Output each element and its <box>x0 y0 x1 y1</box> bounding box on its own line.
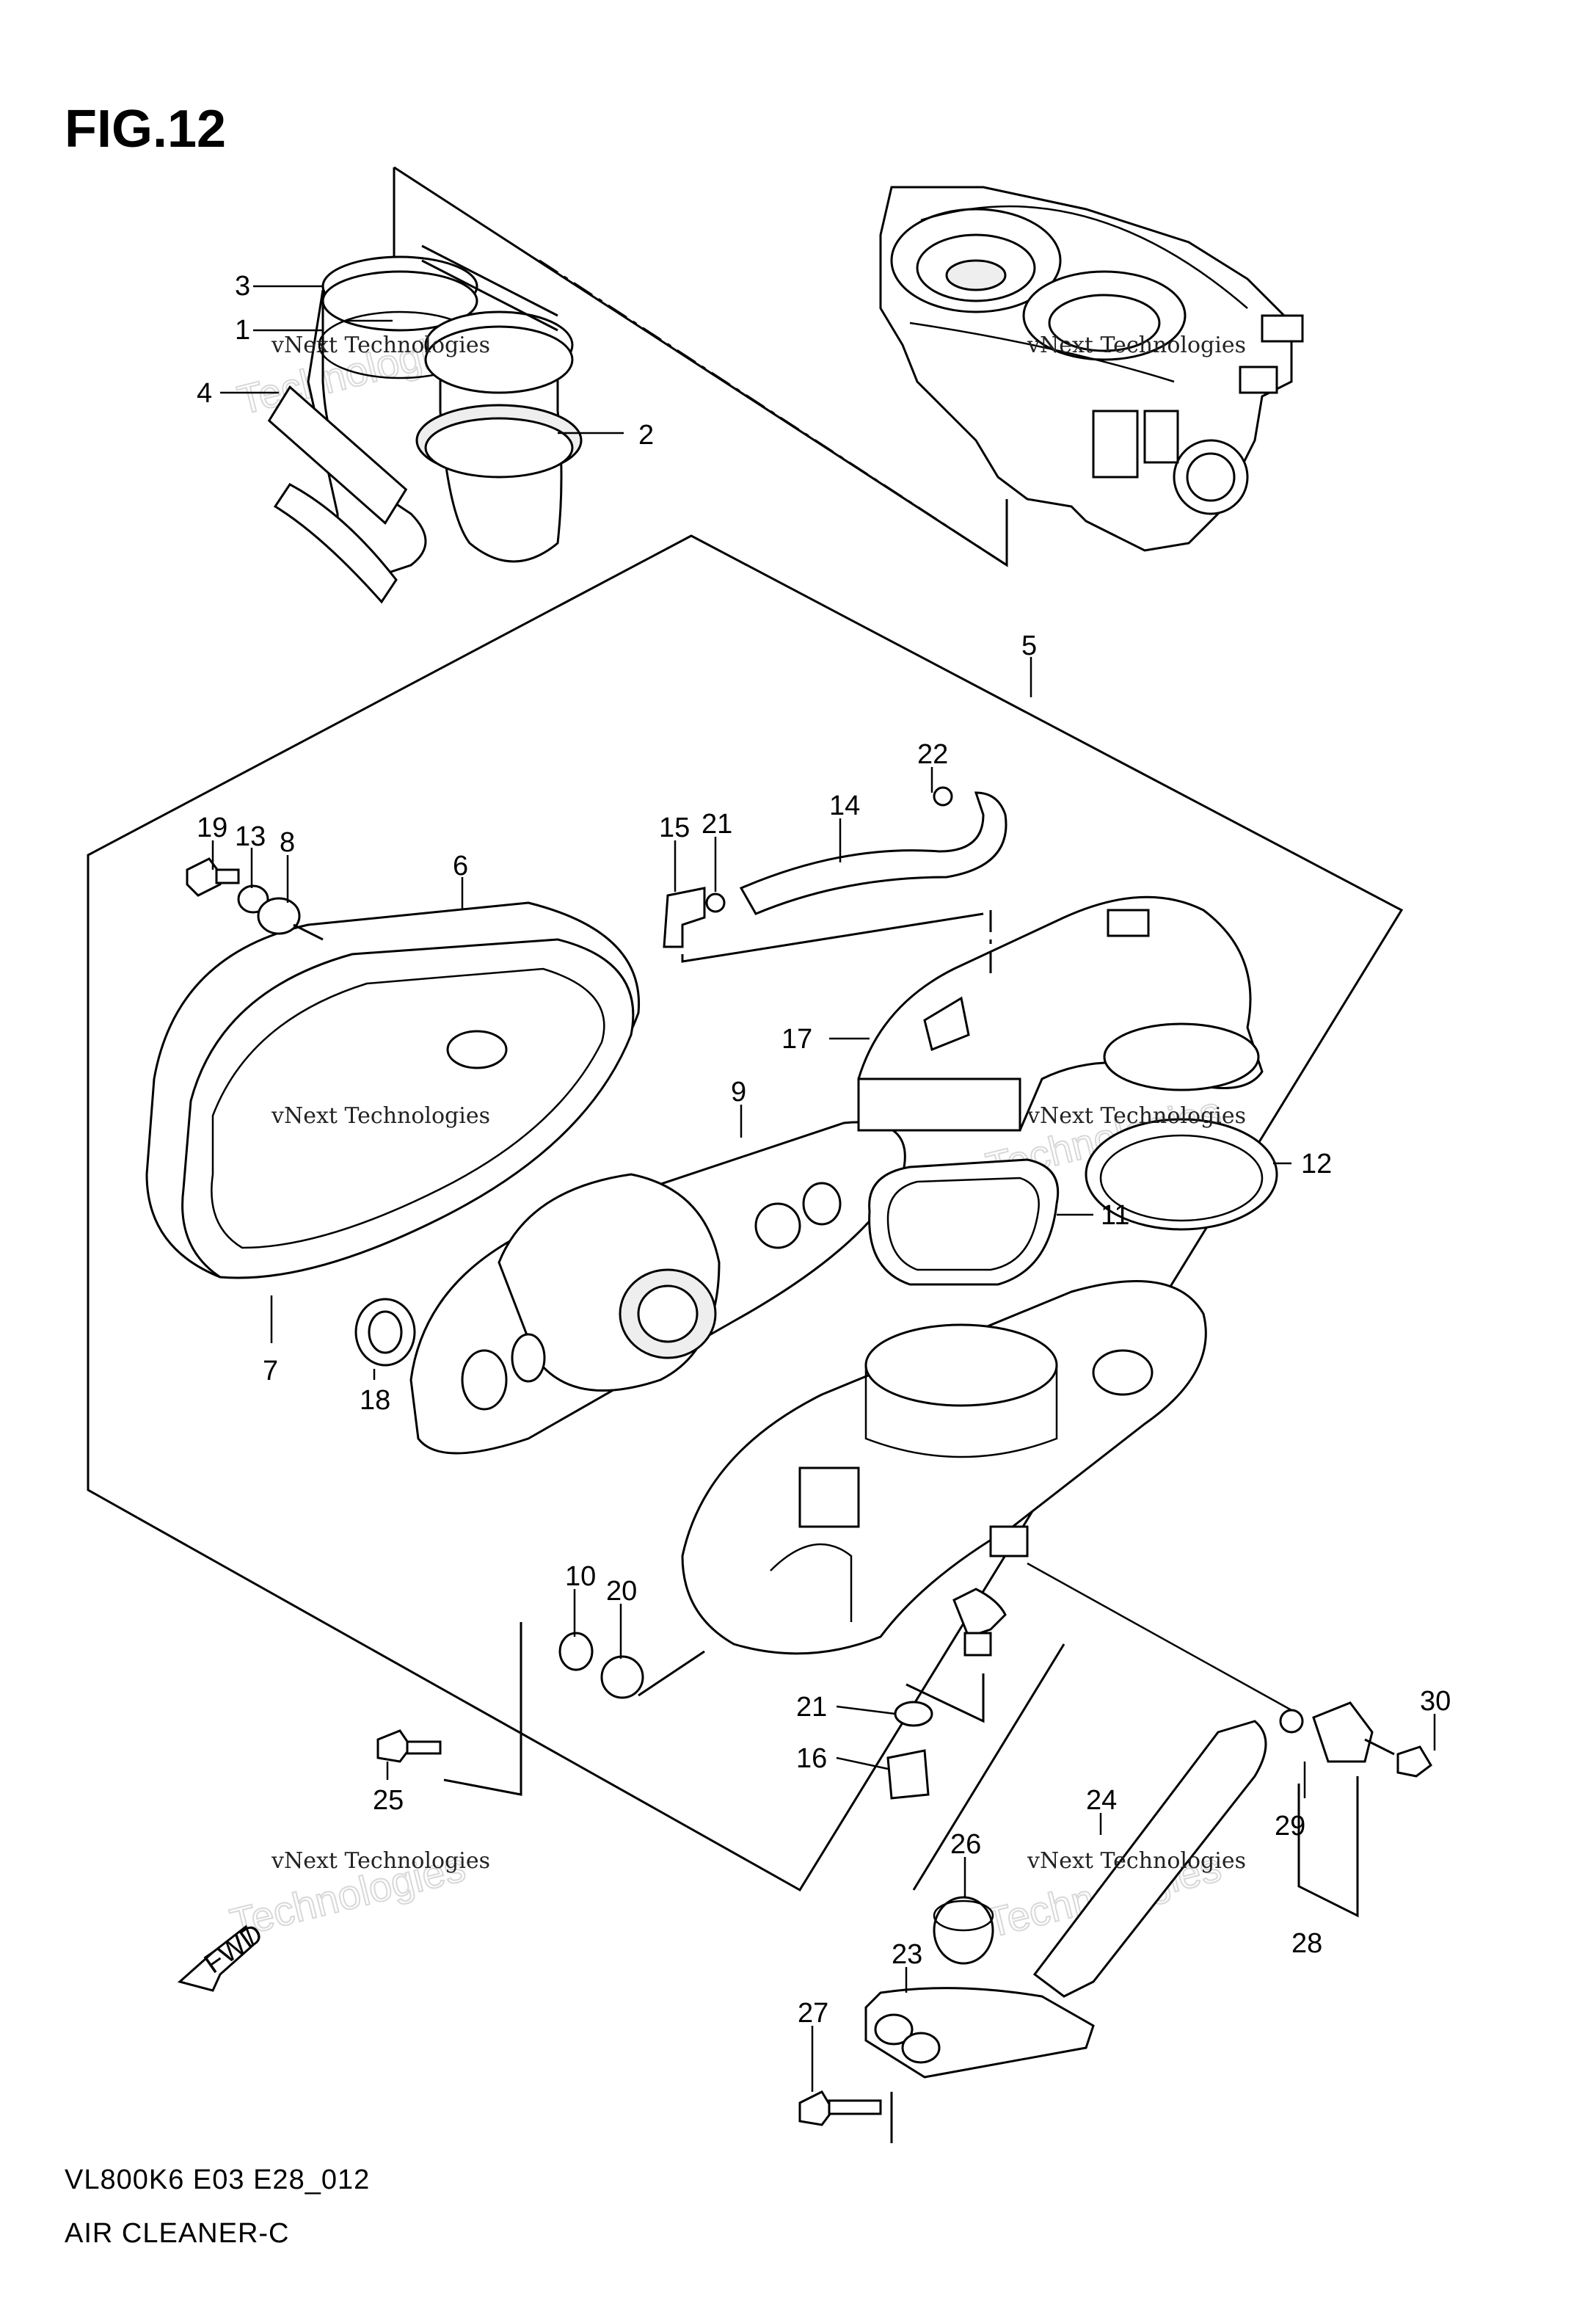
callout-14: 14 <box>829 790 860 821</box>
breather-hose <box>663 786 1007 963</box>
callout-19: 19 <box>197 813 227 843</box>
grommet-18 <box>354 1298 416 1367</box>
callout-3: 3 <box>235 271 250 302</box>
callout-13: 13 <box>235 821 266 852</box>
outlet-duct <box>857 895 1264 1132</box>
sensor-assembly <box>1027 1562 1432 1918</box>
callout-23: 23 <box>892 1939 922 1970</box>
figure-title: FIG.12 <box>65 100 226 159</box>
svg-text:vNext Technologies: vNext Technologies <box>271 332 490 358</box>
callout-7: 7 <box>263 1356 278 1386</box>
svg-text:vNext Technologies: vNext Technologies <box>271 1848 490 1874</box>
callout-numbers: 1 2 3 4 5 6 7 8 9 10 11 12 13 14 15 16 1… <box>197 271 1451 2029</box>
watermarks: vNext Technologies vNext Technologies vN… <box>271 332 1246 1874</box>
callout-10: 10 <box>565 1561 596 1592</box>
callout-24: 24 <box>1086 1785 1117 1816</box>
intake-pipe-group <box>267 244 583 604</box>
carburetor-illustration <box>879 186 1304 552</box>
callout-1: 1 <box>235 315 250 346</box>
leader-lines <box>211 285 1436 2092</box>
model-code: VL800K6 E03 E28_012 <box>65 2164 370 2195</box>
callout-25: 25 <box>373 1785 404 1816</box>
callout-9: 9 <box>731 1077 746 1108</box>
callout-12: 12 <box>1301 1149 1332 1179</box>
callout-27: 27 <box>798 1998 828 2029</box>
air-cleaner-element <box>409 1121 906 1455</box>
svg-text:vNext Technologies: vNext Technologies <box>271 1103 490 1129</box>
case-fasteners <box>376 1622 705 1796</box>
air-cleaner-cover <box>145 901 641 1279</box>
callout-20: 20 <box>606 1576 637 1607</box>
svg-text:vNext Technologies: vNext Technologies <box>1027 332 1246 358</box>
section-name: AIR CLEANER-C <box>65 2218 290 2249</box>
svg-text:vNext Technologies: vNext Technologies <box>1027 1103 1246 1129</box>
callout-11: 11 <box>1101 1200 1129 1231</box>
forward-direction-badge: FWD <box>177 1918 269 1992</box>
callout-16: 16 <box>796 1743 827 1774</box>
callout-8: 8 <box>280 827 295 858</box>
callout-4: 4 <box>197 378 212 409</box>
callout-21-lower: 21 <box>796 1692 827 1723</box>
callout-21-upper: 21 <box>702 809 732 840</box>
mounting-brackets <box>798 1643 1267 2143</box>
callout-5: 5 <box>1021 630 1037 661</box>
seal-12 <box>1085 1118 1278 1231</box>
callout-15: 15 <box>659 813 690 843</box>
callout-17: 17 <box>781 1024 812 1055</box>
callout-18: 18 <box>360 1385 390 1416</box>
callout-26: 26 <box>950 1829 981 1860</box>
callout-28: 28 <box>1291 1928 1322 1959</box>
drain-plug-parts <box>886 1588 1007 1800</box>
intake-frame-dash <box>539 259 1007 567</box>
callout-29: 29 <box>1275 1811 1305 1842</box>
callout-2: 2 <box>638 420 654 451</box>
air-cleaner-case <box>681 1280 1207 1655</box>
callout-22: 22 <box>917 739 948 770</box>
seal-11 <box>868 1158 1060 1286</box>
callout-30: 30 <box>1420 1686 1451 1717</box>
callout-6: 6 <box>453 851 468 881</box>
svg-text:vNext Technologies: vNext Technologies <box>1027 1848 1246 1874</box>
